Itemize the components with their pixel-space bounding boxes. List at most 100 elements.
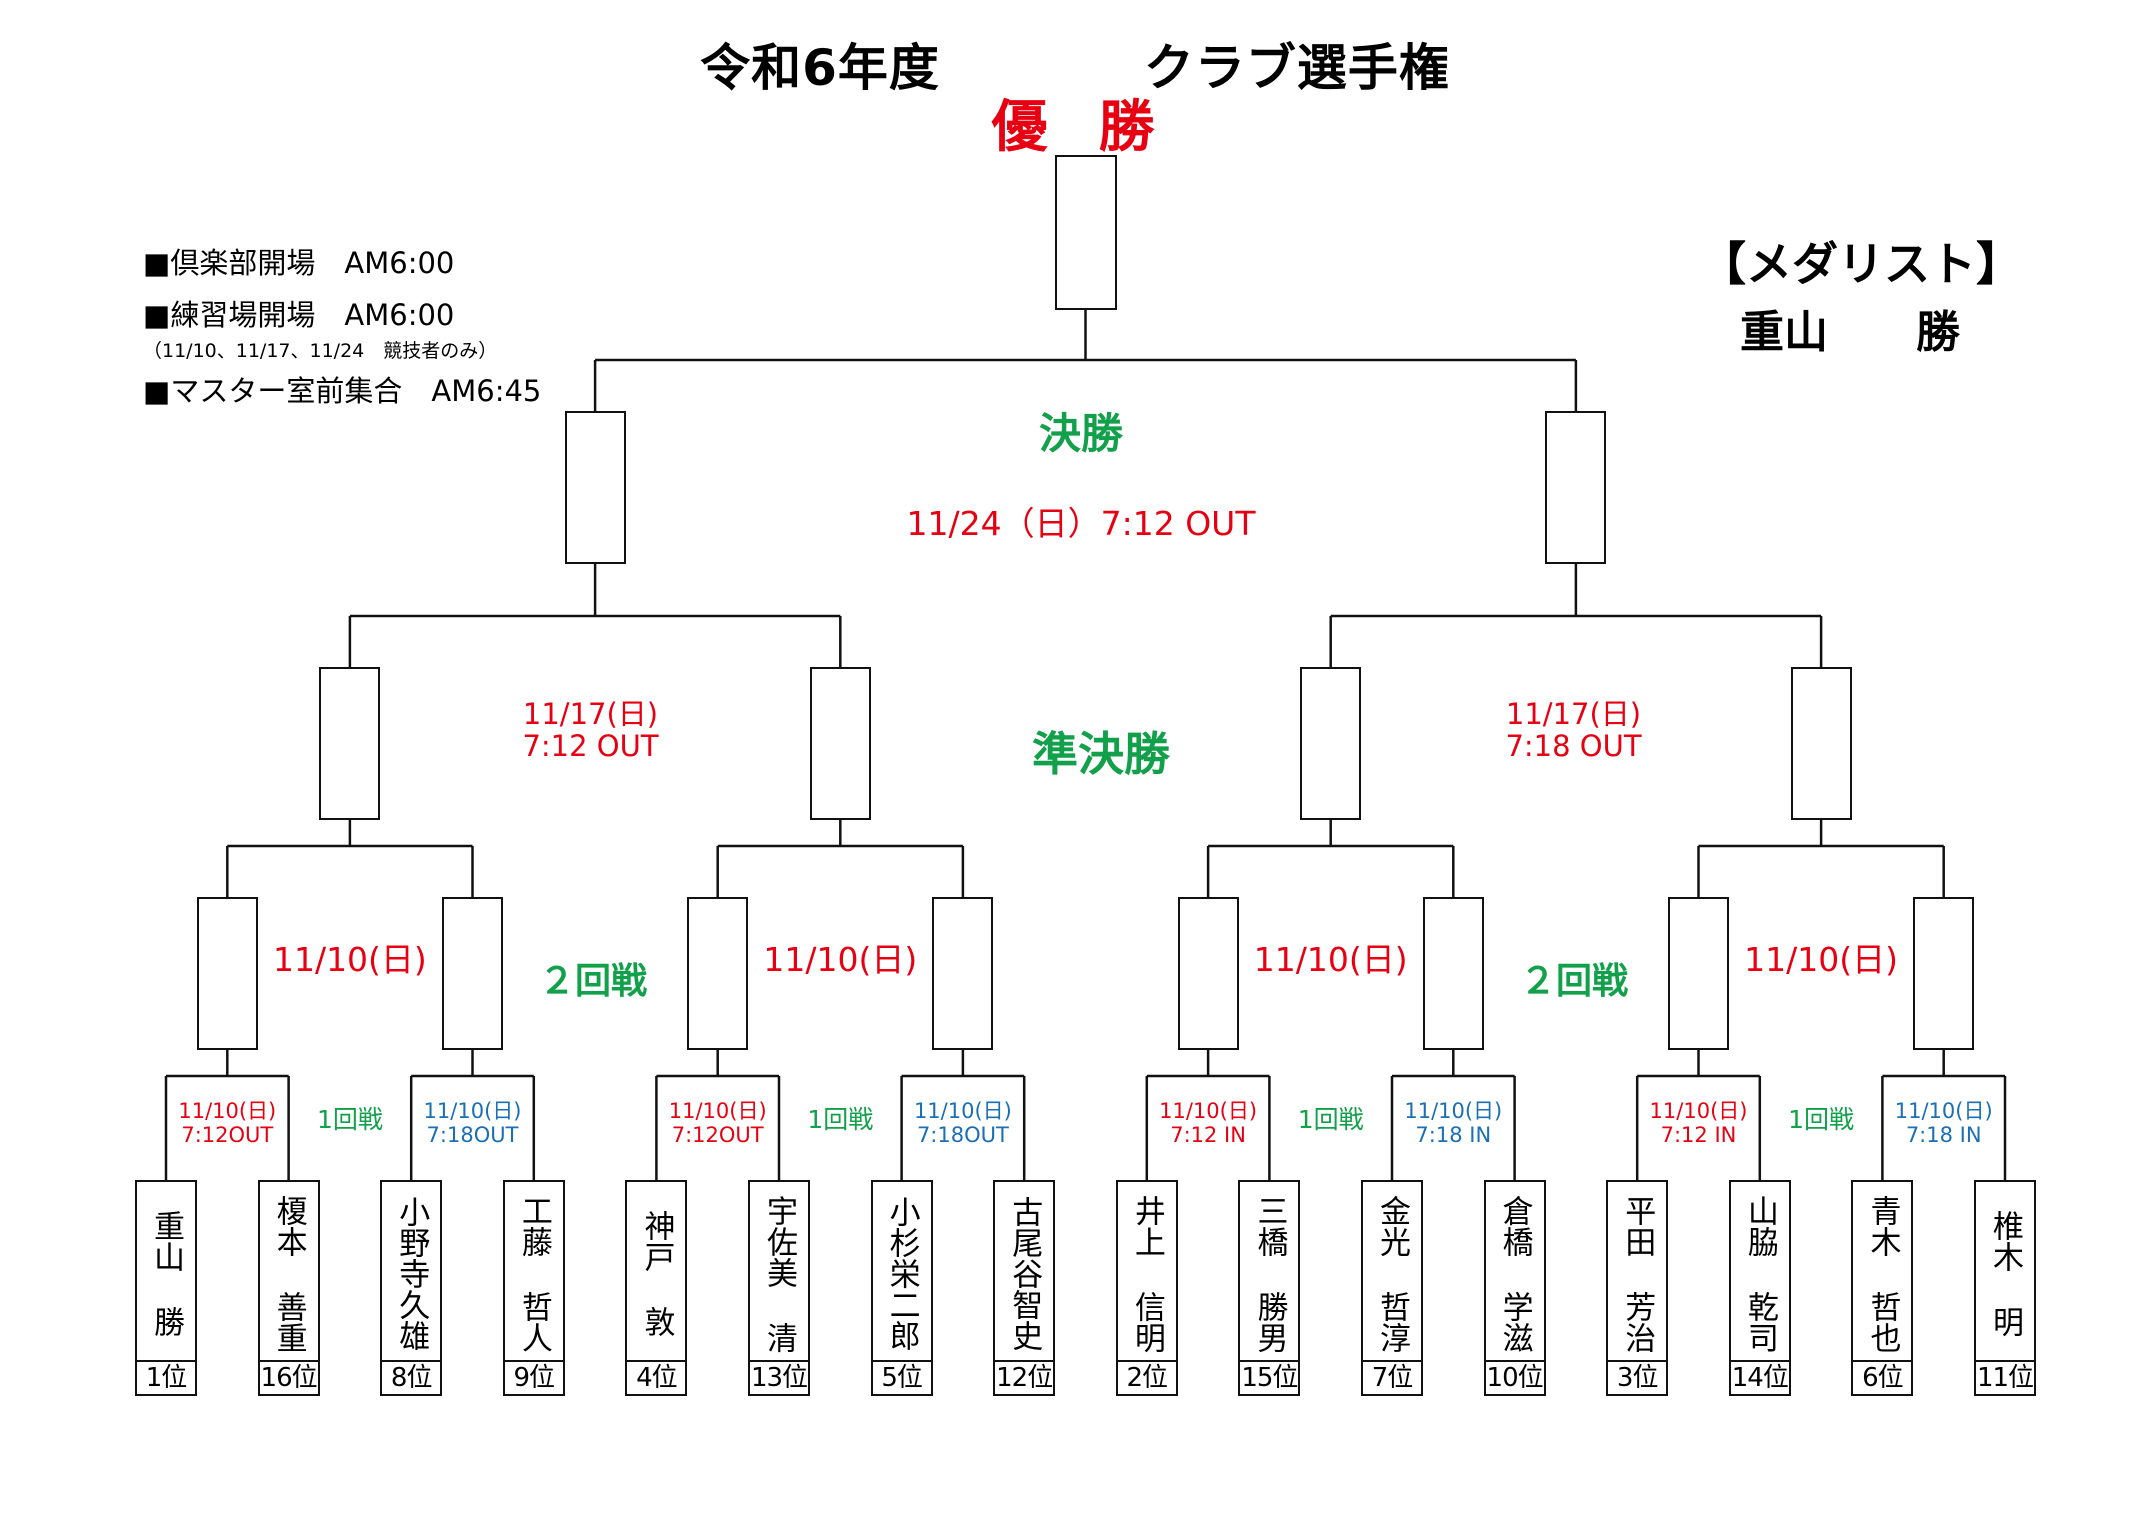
player-card: 古尾谷智史 12位 — [993, 1180, 1056, 1396]
player-name: 工藤哲人 — [505, 1186, 563, 1361]
player-card: 小野寺久雄 8位 — [380, 1180, 443, 1396]
round2-slot[interactable] — [932, 897, 994, 1050]
semifinal-slot[interactable] — [809, 667, 871, 820]
round1-label: 1回戦 — [1297, 1105, 1364, 1134]
player-surname: 神戸 — [638, 1210, 675, 1272]
player-given-name: 芳治 — [1619, 1290, 1656, 1353]
player-given-name: 勝 — [148, 1306, 185, 1337]
round2-schedule: 11/10(日) — [763, 940, 918, 979]
player-seed-rank: 7位 — [1363, 1360, 1421, 1394]
player-given-name: 清 — [761, 1321, 798, 1353]
player-surname: 青木 — [1864, 1194, 1901, 1257]
player-given-name: 哲人 — [515, 1290, 552, 1353]
player-surname: 平田 — [1619, 1194, 1656, 1257]
round1-schedule: 11/10(日) 7:12OUT — [668, 1099, 767, 1147]
final-slot[interactable] — [564, 411, 626, 564]
player-seed-rank: 1位 — [137, 1360, 195, 1394]
round1-schedule: 11/10(日) 7:12 IN — [1159, 1099, 1258, 1147]
round2-slot[interactable] — [196, 897, 258, 1050]
round2-slot[interactable] — [1422, 897, 1484, 1050]
player-seed-rank: 15位 — [1240, 1360, 1298, 1394]
player-seed-rank: 3位 — [1608, 1360, 1667, 1394]
player-surname: 小杉栄二郎 — [883, 1196, 920, 1351]
semifinal-round-label: 準決勝 — [1032, 727, 1170, 781]
player-seed-rank: 12位 — [995, 1360, 1053, 1394]
player-seed-rank: 11位 — [1976, 1360, 2034, 1394]
player-given-name: 哲也 — [1864, 1290, 1901, 1353]
round1-schedule: 11/10(日) 7:12 IN — [1649, 1099, 1748, 1147]
player-surname: 三橋 — [1251, 1194, 1288, 1257]
player-surname: 小野寺久雄 — [393, 1196, 430, 1351]
player-given-name: 信明 — [1128, 1290, 1165, 1353]
player-given-name: 乾司 — [1741, 1290, 1778, 1353]
round1-schedule: 11/10(日) 7:18 IN — [1894, 1099, 1993, 1147]
player-surname: 倉橋 — [1496, 1194, 1533, 1257]
player-surname: 山脇 — [1741, 1194, 1778, 1257]
player-given-name: 善重 — [270, 1290, 307, 1353]
player-name: 山脇乾司 — [1731, 1186, 1789, 1361]
player-seed-rank: 9位 — [504, 1360, 563, 1394]
round2-slot[interactable] — [1177, 897, 1239, 1050]
round2-slot[interactable] — [1913, 897, 1975, 1050]
player-surname: 金光 — [1374, 1194, 1411, 1257]
player-name: 三橋勝男 — [1240, 1186, 1298, 1361]
player-seed-rank: 4位 — [627, 1360, 686, 1394]
player-name: 青木哲也 — [1853, 1186, 1911, 1361]
player-given-name: 明 — [1987, 1306, 2024, 1337]
player-seed-rank: 13位 — [750, 1360, 808, 1394]
player-surname: 工藤 — [515, 1194, 552, 1257]
round2-schedule: 11/10(日) — [272, 940, 427, 979]
info-practice-note: （11/10、11/17、11/24 競技者のみ） — [143, 340, 498, 362]
player-card: 小杉栄二郎 5位 — [870, 1180, 933, 1396]
final-slot[interactable] — [1545, 411, 1607, 564]
player-name: 金光哲淳 — [1363, 1186, 1421, 1361]
medalist-name: 重山 勝 — [1740, 307, 1960, 358]
round1-label: 1回戦 — [316, 1105, 383, 1134]
semifinal-slot[interactable] — [319, 667, 381, 820]
player-name: 小杉栄二郎 — [873, 1186, 931, 1361]
semifinal-schedule-left: 11/17(日) 7:12 OUT — [522, 697, 659, 764]
final-round-label: 決勝 — [1038, 409, 1123, 458]
player-name: 宇佐美清 — [750, 1186, 808, 1361]
player-seed-rank: 6位 — [1853, 1360, 1912, 1394]
info-assembly: ■マスター室前集合 AM6:45 — [143, 374, 542, 408]
player-name: 平田芳治 — [1608, 1186, 1666, 1361]
champion-slot[interactable] — [1054, 155, 1117, 310]
player-name: 椎木明 — [1976, 1186, 2034, 1361]
player-seed-rank: 10位 — [1485, 1360, 1544, 1394]
player-surname: 榎本 — [270, 1194, 307, 1257]
player-surname: 古尾谷智史 — [1006, 1196, 1043, 1351]
player-seed-rank: 2位 — [1117, 1360, 1176, 1394]
round2-slot[interactable] — [687, 897, 749, 1050]
player-seed-rank: 8位 — [382, 1360, 441, 1394]
second-round-label-right: ２回戦 — [1519, 961, 1628, 1002]
semifinal-schedule-right: 11/17(日) 7:18 OUT — [1505, 697, 1642, 764]
player-name: 榎本善重 — [260, 1186, 318, 1361]
semifinal-slot[interactable] — [1790, 667, 1852, 820]
player-seed-rank: 5位 — [872, 1360, 931, 1394]
round2-slot[interactable] — [1668, 897, 1729, 1050]
round1-schedule: 11/10(日) 7:12OUT — [178, 1099, 277, 1147]
player-name: 神戸敦 — [627, 1186, 685, 1361]
round1-label: 1回戦 — [807, 1105, 874, 1134]
player-surname: 椎木 — [1987, 1210, 2024, 1272]
semifinal-slot[interactable] — [1300, 667, 1362, 820]
round2-slot[interactable] — [442, 897, 503, 1050]
player-seed-rank: 14位 — [1730, 1360, 1789, 1394]
second-round-label-left: ２回戦 — [538, 961, 647, 1002]
player-seed-rank: 16位 — [259, 1360, 318, 1394]
player-name: 小野寺久雄 — [382, 1186, 440, 1361]
